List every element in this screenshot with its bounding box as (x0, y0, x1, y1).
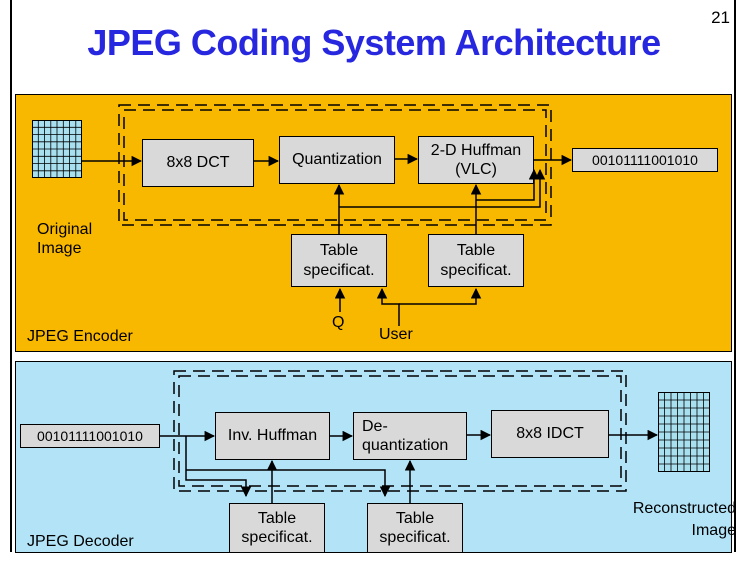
decoder-dashed-group (173, 370, 627, 492)
original-image-icon (32, 120, 82, 178)
huffman-table-spec-decoder: Table specificat. (229, 503, 325, 553)
decoder-panel-label: JPEG Decoder (27, 533, 134, 550)
idct-block: 8x8 IDCT (491, 410, 609, 458)
slide-frame (10, 0, 736, 552)
side-branch-quant (186, 469, 391, 498)
slide-title: JPEG Coding System Architecture (87, 22, 661, 63)
decoder-input-bitstream: 00101111001010 (20, 424, 160, 448)
user-to-hufftable (399, 287, 482, 305)
original-image-label: Original Image (37, 221, 93, 258)
quant-table-spec-decoder: Table specificat. (367, 503, 463, 553)
reconstructed-image-label: Reconstructed Image (632, 500, 736, 539)
dct-block: 8x8 DCT (142, 139, 254, 187)
side-branch-huff (185, 436, 252, 498)
page-number: 21 (711, 8, 730, 27)
dequantization-block: De- quantization (353, 412, 467, 460)
side-info-path-2 (476, 168, 540, 201)
quant-table-spec: Table specificat. (291, 234, 387, 287)
side-info-path (339, 168, 546, 208)
user-to-tables (376, 287, 400, 326)
encoder-panel-label: JPEG Encoder (27, 328, 133, 345)
huffman-block: 2-D Huffman (VLC) (418, 136, 534, 184)
huffman-table-spec: Table specificat. (428, 234, 524, 287)
encoder-dashed-group (118, 104, 552, 226)
q-label: Q (332, 314, 345, 331)
user-label: User (379, 326, 413, 343)
quantization-block: Quantization (279, 136, 395, 184)
reconstructed-image-icon (658, 392, 710, 472)
inv-huffman-block: Inv. Huffman (215, 412, 330, 460)
encoder-output-bitstream: 00101111001010 (572, 148, 718, 172)
